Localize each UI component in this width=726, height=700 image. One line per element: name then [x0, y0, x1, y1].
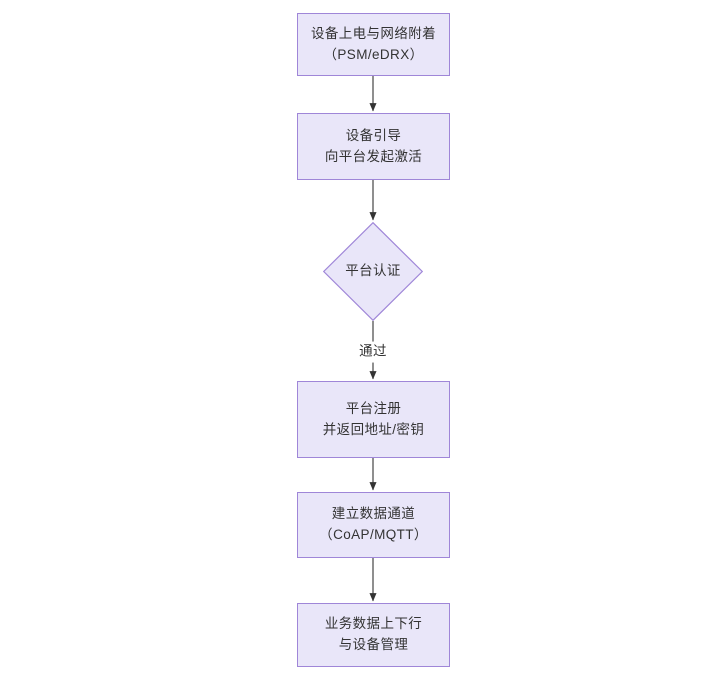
node-platform-register[interactable]: 平台注册 并返回地址/密钥 [297, 381, 450, 458]
node-business-data-line-1: 业务数据上下行 [324, 616, 423, 632]
node-data-channel[interactable]: 建立数据通道 （CoAP/MQTT） [297, 492, 450, 558]
edge-label-pass: 通过 [356, 341, 390, 363]
node-data-channel-line-1: 建立数据通道 [331, 506, 416, 522]
node-bootstrap-line-2: 向平台发起激活 [324, 148, 423, 164]
node-power-on-line-2: （PSM/eDRX） [323, 46, 424, 62]
node-business-data[interactable]: 业务数据上下行 与设备管理 [297, 603, 450, 667]
node-platform-register-line-2: 并返回地址/密钥 [322, 421, 425, 437]
diamond-shape [323, 222, 423, 321]
node-business-data-line-2: 与设备管理 [338, 637, 409, 652]
node-data-channel-line-2: （CoAP/MQTT） [319, 527, 428, 542]
node-power-on[interactable]: 设备上电与网络附着 （PSM/eDRX） [297, 13, 450, 76]
node-platform-register-line-1: 平台注册 [345, 400, 402, 416]
node-bootstrap[interactable]: 设备引导 向平台发起激活 [297, 113, 450, 180]
node-power-on-line-1: 设备上电与网络附着 [310, 25, 437, 41]
node-platform-auth[interactable]: 平台认证 [323, 222, 423, 321]
node-platform-auth-label: 平台认证 [345, 263, 401, 279]
node-bootstrap-line-1: 设备引导 [345, 127, 402, 143]
